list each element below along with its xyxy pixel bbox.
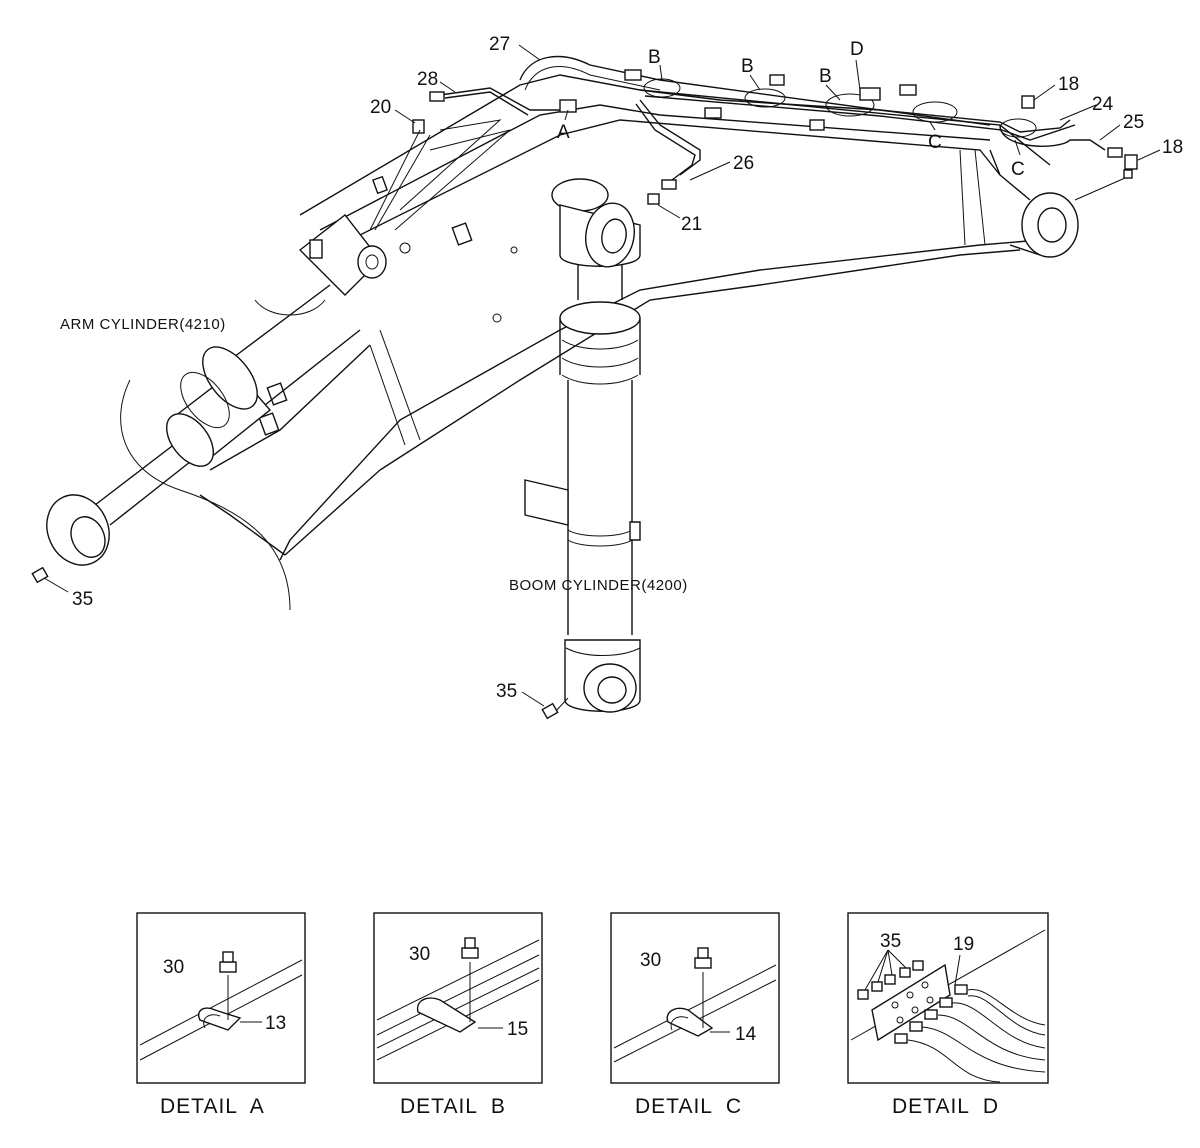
callout-27: 27 [489,34,510,55]
detail-b-panel: 30 15 DETAIL B [373,912,543,1118]
detail-b-caption: DETAIL B [400,1095,506,1118]
hoses [412,55,1138,205]
callout-c-2: C [1011,159,1025,180]
boom-cylinder-label: BOOM CYLINDER(4200) [509,577,688,594]
boom-cylinder [524,178,641,713]
callout-18-right: 18 [1162,137,1183,158]
arm-cylinder-label: ARM CYLINDER(4210) [60,316,226,333]
detail-c-label-14: 14 [735,1024,757,1045]
callout-26: 26 [733,153,754,174]
arm-cylinder [46,214,411,611]
callout-18-top: 18 [1058,74,1079,95]
detail-d-label-35: 35 [880,931,901,952]
callout-b-2: B [741,56,754,77]
callout-c-1: C [928,132,942,153]
callouts: 27 28 20 A B B B D 18 24 25 18 C C 26 21… [60,34,1183,702]
callout-35-left: 35 [72,589,93,610]
detail-a-panel: 30 13 DETAIL A [136,912,306,1118]
callout-28: 28 [417,69,438,90]
leader-lines [31,44,1161,720]
detail-b-label-15: 15 [507,1019,528,1040]
detail-b-label-30: 30 [409,944,430,965]
detail-d-caption: DETAIL D [892,1095,999,1118]
callout-24: 24 [1092,94,1114,115]
callout-35-bottom: 35 [496,681,517,702]
callout-25: 25 [1123,112,1144,133]
detail-d-panel: 35 19 DETAIL D [847,912,1049,1118]
detail-c-label-30: 30 [640,950,661,971]
callout-21: 21 [681,214,702,235]
detail-d-label-19: 19 [953,934,974,955]
detail-a-label-30: 30 [163,957,184,978]
detail-a-label-13: 13 [265,1013,286,1034]
callout-a: A [557,122,570,143]
detail-a-caption: DETAIL A [160,1095,265,1118]
callout-d: D [850,39,864,60]
callout-b-3: B [819,66,832,87]
callout-b-1: B [648,47,661,68]
callout-20: 20 [370,97,391,118]
detail-c-caption: DETAIL C [635,1095,742,1118]
detail-c-panel: 30 14 DETAIL C [610,912,780,1118]
